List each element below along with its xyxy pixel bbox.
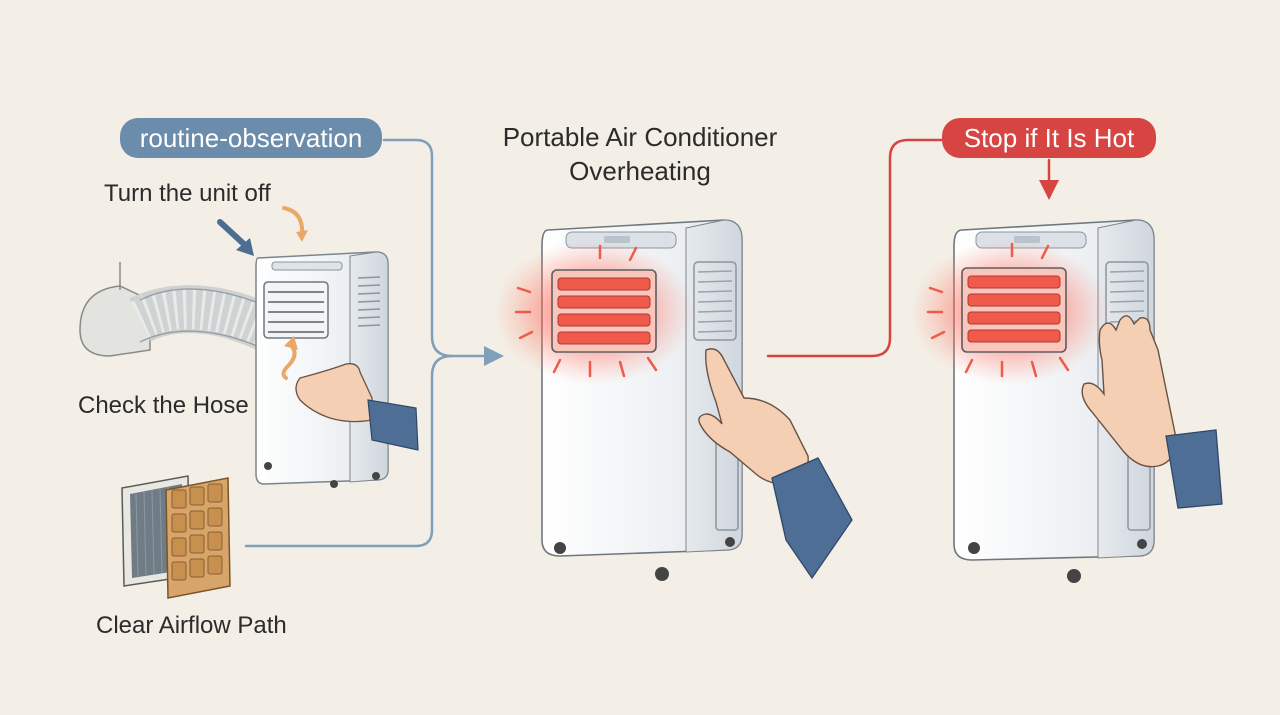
hand-icon — [295, 363, 419, 451]
air-conditioner-icon — [494, 219, 743, 581]
hose-icon — [79, 262, 281, 357]
air-conditioner-icon — [255, 251, 389, 488]
stop-if-hot-warning-tag: Stop if It Is Hot — [942, 118, 1156, 158]
hand-icon — [698, 348, 853, 580]
connector-center-to-warning — [766, 138, 944, 358]
step-check-hose-label: Check the Hose — [78, 392, 249, 419]
air-conditioner-icon — [910, 219, 1155, 583]
connector-observation-to-center — [382, 138, 504, 366]
connector-lines — [244, 138, 1059, 548]
step-clear-airflow-label: Clear Airflow Path — [96, 612, 287, 639]
connector-filter-to-center — [244, 354, 454, 548]
routine-observation-tag: routine-observation — [120, 118, 382, 158]
hand-icon — [1081, 315, 1223, 509]
title-line-1: Portable Air Conditioner — [502, 122, 778, 152]
title-line-2: Overheating — [569, 156, 711, 186]
filter-icon — [121, 475, 231, 599]
diagram-title: Portable Air Conditioner Overheating — [440, 120, 840, 188]
arrow-icon — [217, 206, 308, 380]
step-turn-off-label: Turn the unit off — [104, 180, 271, 207]
